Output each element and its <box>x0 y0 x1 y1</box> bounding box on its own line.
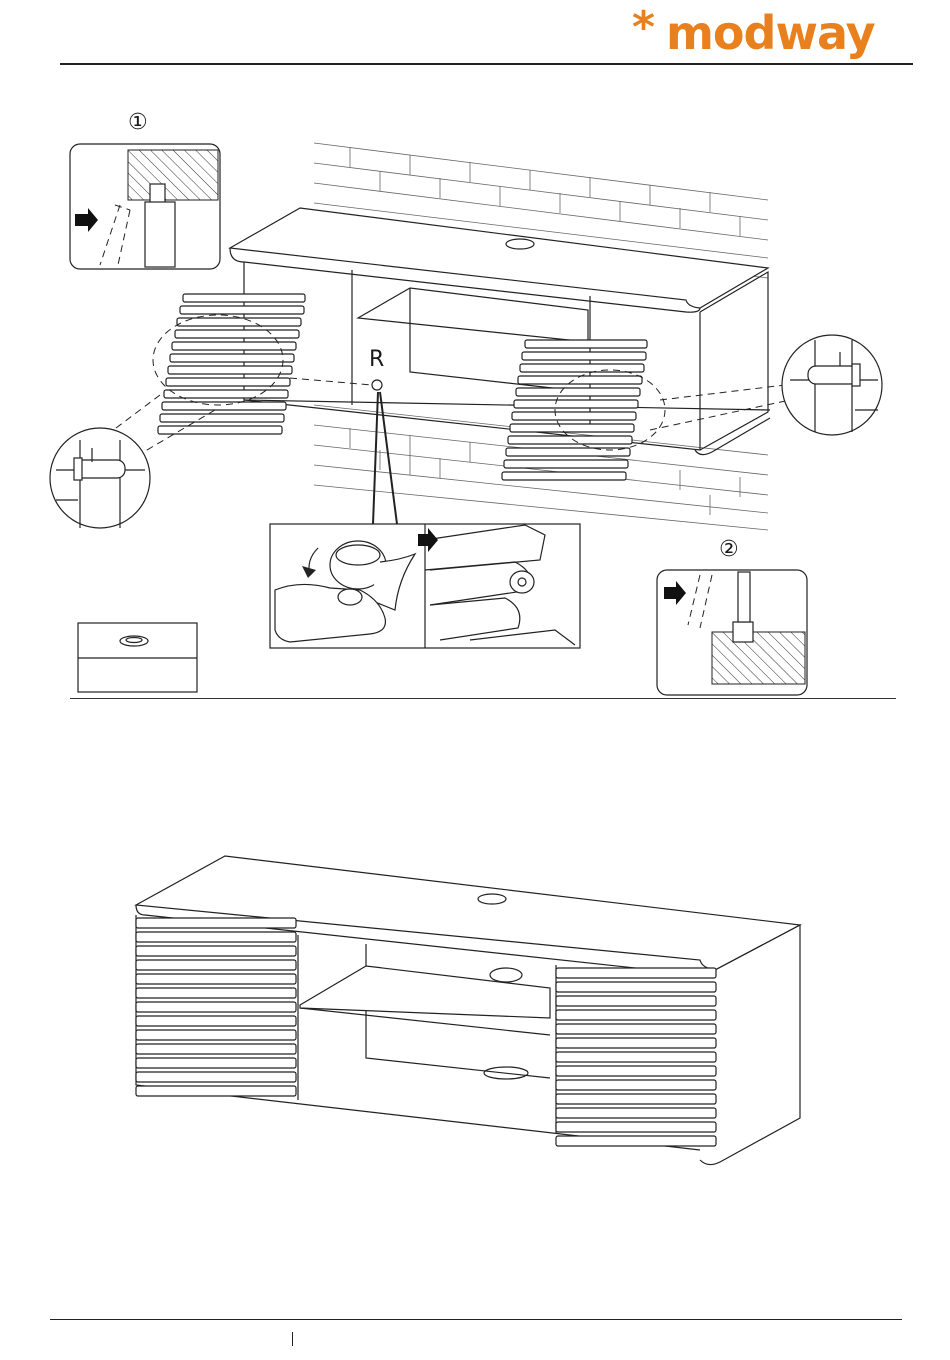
finished-cabinet <box>136 856 800 1165</box>
hardware-box <box>78 623 197 692</box>
cable-grommet <box>506 239 534 249</box>
footer-divider <box>50 1319 902 1320</box>
detail-hinge-right <box>782 335 882 435</box>
footer-separator-tick <box>292 1332 293 1346</box>
step1-inset <box>70 144 220 269</box>
step-2-label: ② <box>719 537 739 563</box>
step-1-label: ① <box>128 110 148 136</box>
cabinet-top <box>230 208 768 308</box>
detail-hinge-left <box>50 428 150 528</box>
part-r-knob <box>372 380 382 390</box>
part-r-label: R <box>369 348 384 372</box>
cabinet-shelf <box>358 288 588 342</box>
section-divider <box>70 698 896 699</box>
